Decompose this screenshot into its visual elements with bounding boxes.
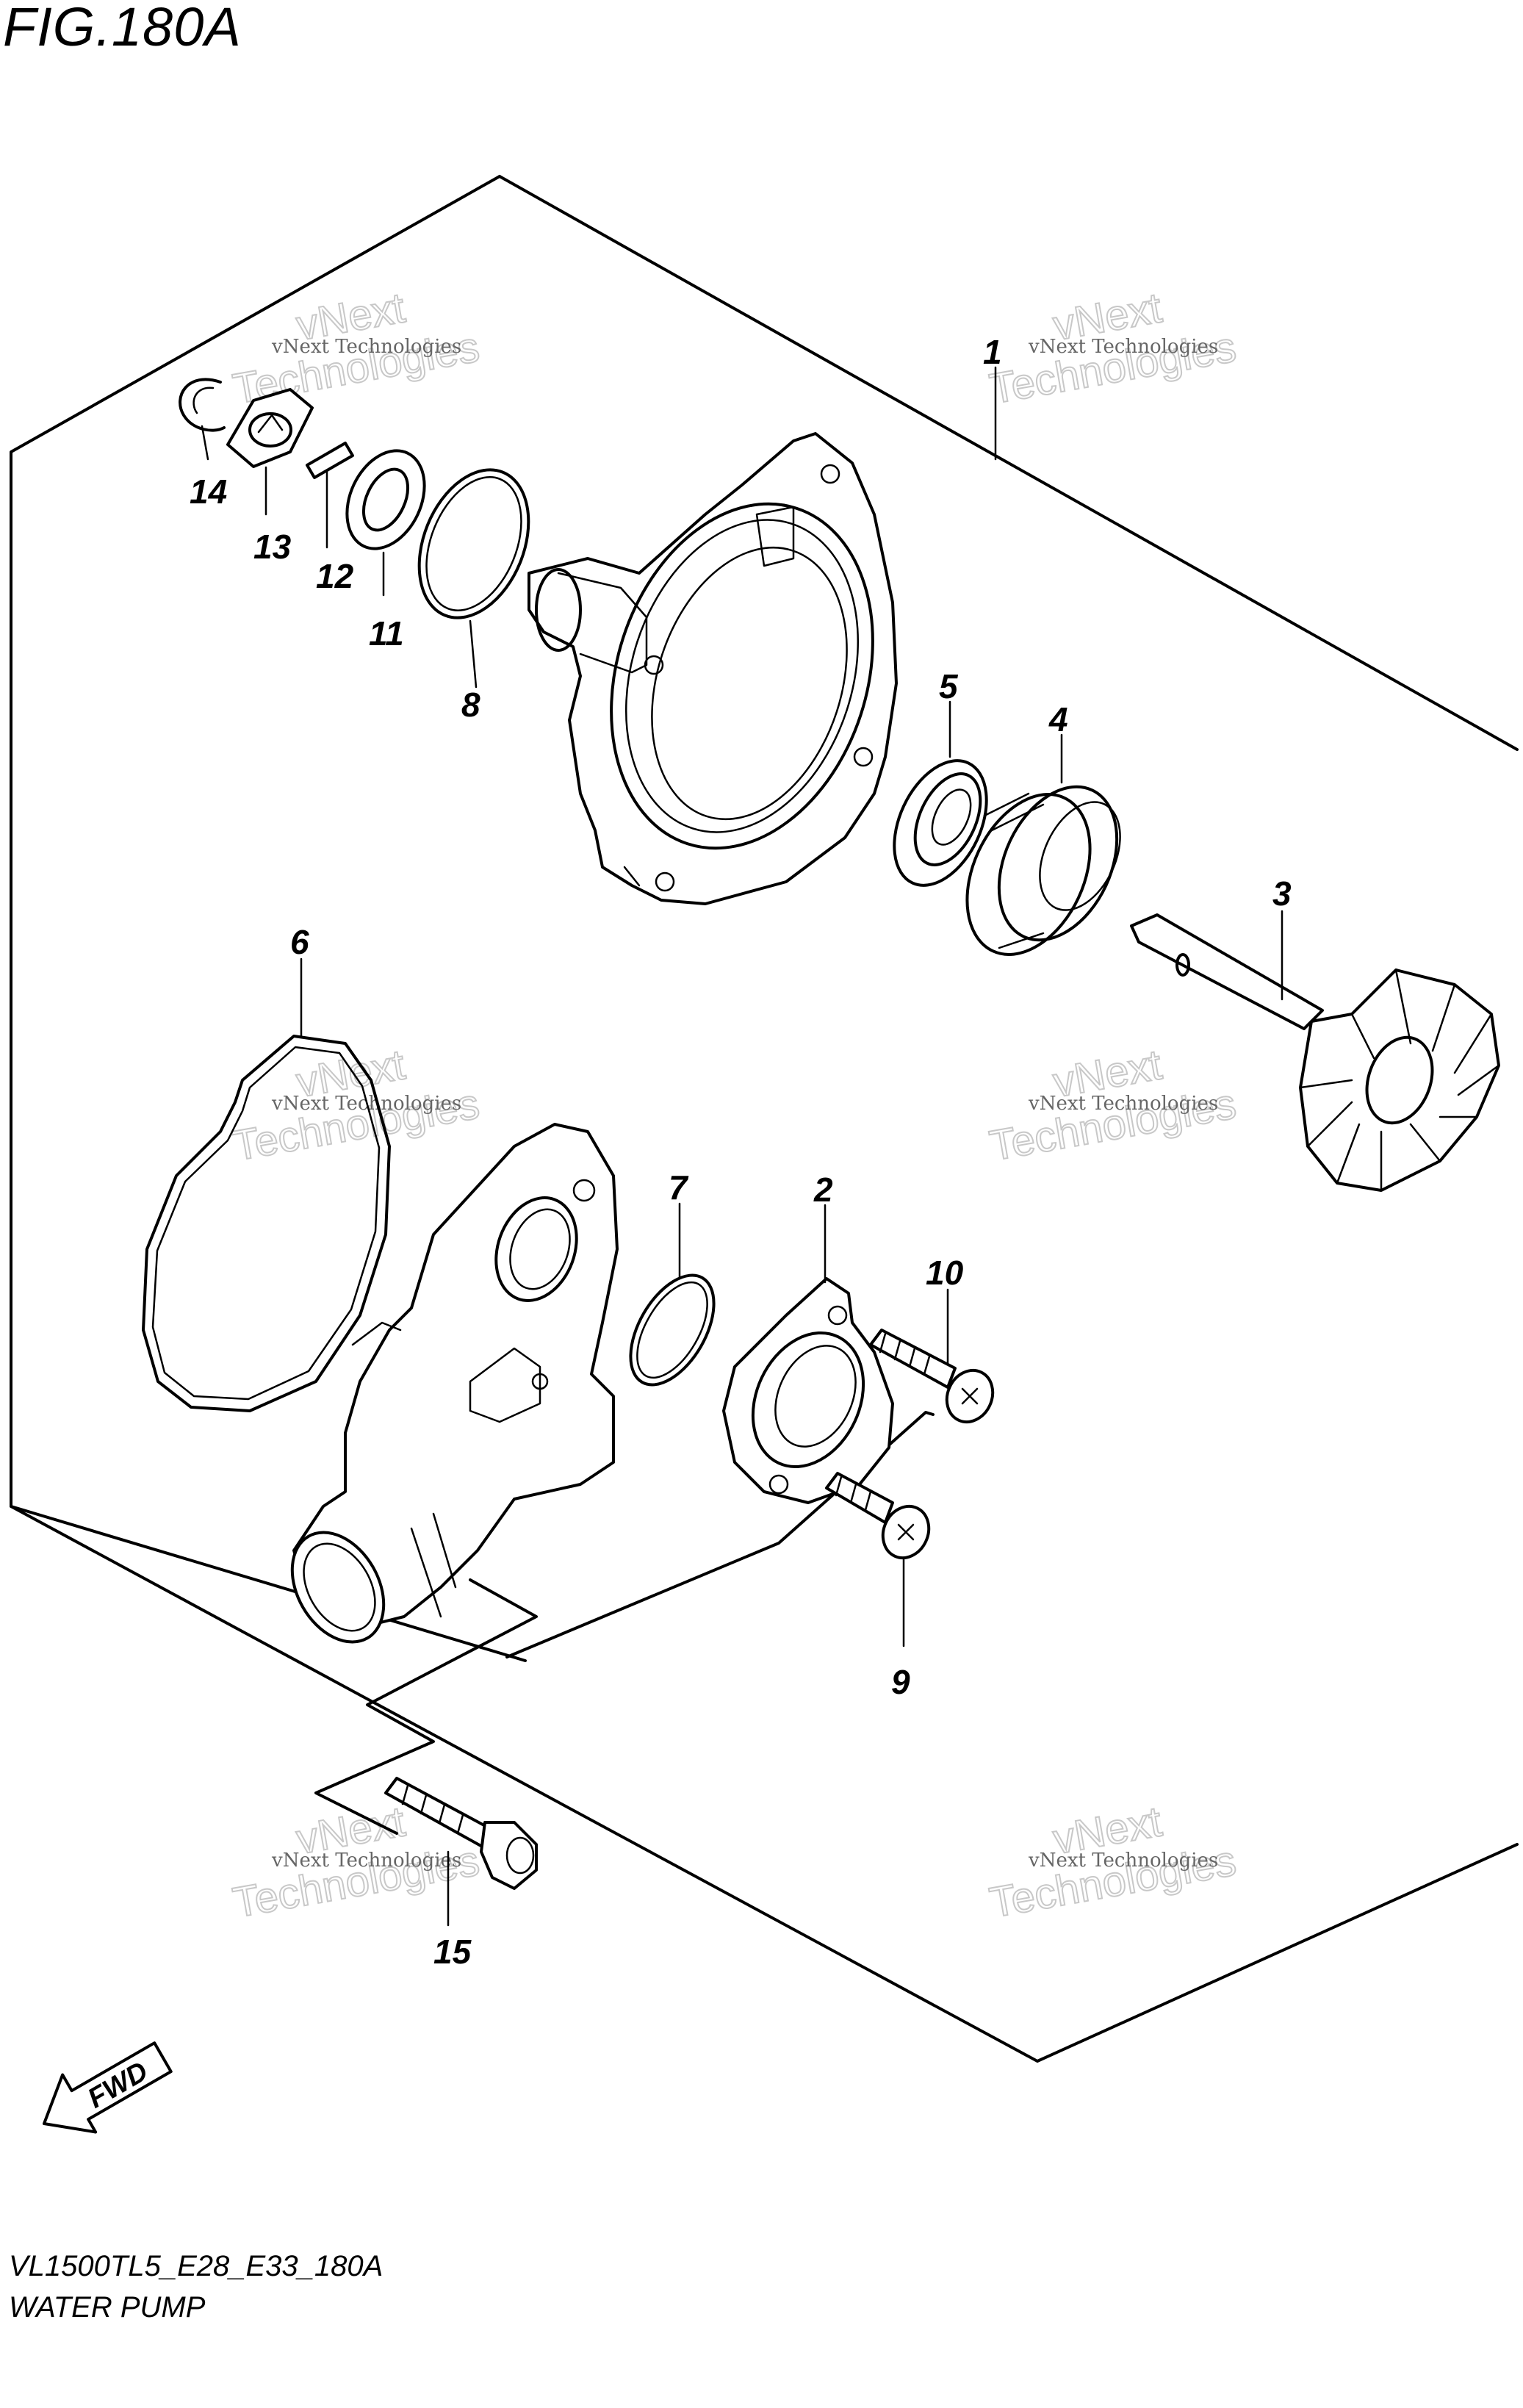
assembly-boundary-main	[10, 175, 527, 1662]
callout-10: 10	[926, 1254, 964, 1292]
callout-15: 15	[433, 1933, 472, 1971]
part-6-gasket	[142, 957, 391, 1412]
callout-13: 13	[253, 528, 292, 566]
part-7-o-ring	[629, 1202, 716, 1387]
callout-4: 4	[1048, 700, 1068, 738]
part-13-lock-plate	[226, 388, 314, 516]
figure-title: FIG.180A	[3, 0, 242, 57]
callout-14: 14	[190, 472, 227, 511]
part-12-pin	[306, 442, 354, 549]
callout-labels: 1 2 3 4 5 6 7 8 9 10 11 12 13 14 15	[190, 333, 1292, 1971]
fwd-arrow-icon: FWD	[43, 2041, 173, 2134]
part-14-circlip	[179, 378, 226, 461]
svg-text:vNext Technologies: vNext Technologies	[271, 1850, 461, 1872]
watermark: vNext Technologies vNext Technologies	[985, 283, 1240, 414]
callout-11: 11	[369, 614, 404, 653]
svg-text:vNext Technologies: vNext Technologies	[271, 336, 461, 358]
callout-12: 12	[316, 557, 354, 595]
callout-6: 6	[290, 923, 309, 961]
bolt-breakout	[314, 1578, 538, 1835]
watermark: vNext Technologies vNext Technologies	[985, 1797, 1240, 1927]
figure-name: WATER PUMP	[9, 2291, 206, 2323]
callout-1: 1	[983, 333, 1002, 371]
callout-2: 2	[813, 1171, 833, 1209]
part-11-washer	[345, 449, 426, 597]
part-5-oil-seal	[893, 700, 988, 887]
part-8-o-ring	[417, 468, 530, 689]
part-4-mechanical-seal	[965, 733, 1121, 956]
assembly-boundary-lower	[10, 1505, 1519, 2063]
part-1-pump-body	[290, 1123, 619, 1644]
watermark: vNext Technologies vNext Technologies	[228, 283, 483, 414]
callout-3: 3	[1272, 874, 1292, 913]
part-1-pump-case	[528, 432, 898, 905]
svg-text:vNext Technologies: vNext Technologies	[1028, 336, 1218, 358]
part-10-screw	[869, 1288, 995, 1424]
callout-8: 8	[461, 686, 480, 724]
part-15-bolt	[384, 1777, 538, 1927]
callout-9: 9	[891, 1663, 910, 1701]
assembly-boundary-right	[498, 175, 1519, 751]
svg-text:vNext Technologies: vNext Technologies	[1028, 1850, 1218, 1872]
part-2-inlet-cap	[722, 1204, 894, 1504]
svg-text:vNext Technologies: vNext Technologies	[1028, 1093, 1218, 1115]
callout-5: 5	[939, 667, 959, 705]
callout-7: 7	[669, 1168, 689, 1207]
watermark: vNext Technologies vNext Technologies	[985, 1040, 1240, 1171]
figure-code: VL1500TL5_E28_E33_180A	[9, 2250, 384, 2282]
part-9-screw	[825, 1472, 931, 1647]
part-3-impeller-shaft	[1130, 910, 1500, 1192]
